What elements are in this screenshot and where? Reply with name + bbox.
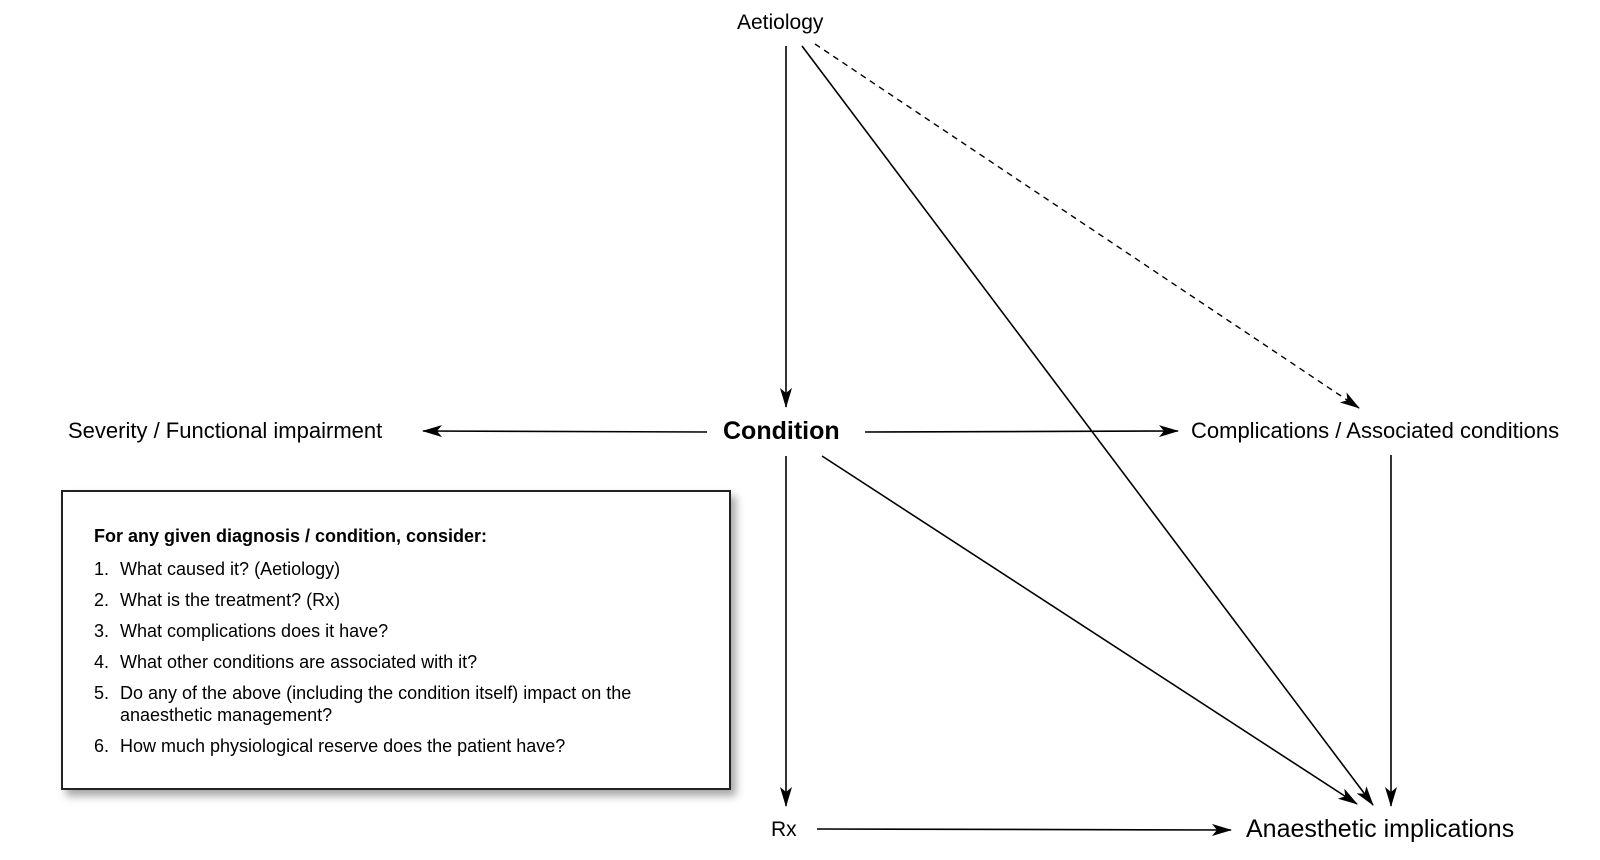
consider-item: 5. Do any of the above (including the co… [94,682,699,726]
consider-item-text: Do any of the above (including the condi… [120,682,632,725]
edge-rx-anaesthetic [816,823,1232,836]
node-condition: Condition [723,417,840,445]
consider-item: 2. What is the treatment? (Rx) [94,589,699,611]
consider-item-text: What is the treatment? (Rx) [120,589,341,610]
node-anaesthetic-implications: Anaesthetic implications [1246,815,1515,843]
consider-item-number: 5. [94,682,110,703]
consider-box-heading: For any given diagnosis / condition, con… [94,526,488,546]
edge-condition-anaesthetic [821,455,1358,805]
consider-item: 6. How much physiological reserve does t… [94,735,699,757]
consider-item: 3. What complications does it have? [94,620,699,642]
consider-item: 1. What caused it? (Aetiology) [94,558,699,580]
consider-item-number: 1. [94,558,110,579]
node-aetiology: Aetiology [737,11,824,34]
consider-item-number: 2. [94,589,110,610]
node-rx: Rx [771,818,797,841]
consider-item: 4. What other conditions are associated … [94,651,699,673]
consider-box: For any given diagnosis / condition, con… [61,490,731,790]
consider-item-text: What complications does it have? [120,620,389,641]
consider-item-text: What caused it? (Aetiology) [120,558,341,579]
consider-item-text: How much physiological reserve does the … [120,735,566,756]
consider-item-text: What other conditions are associated wit… [120,651,478,672]
edge-condition-complications [864,425,1179,438]
consider-item-number: 3. [94,620,110,641]
edge-aetiology-anaesthetic [801,45,1374,806]
edge-aetiology-complications-dashed [814,43,1360,409]
node-complications: Complications / Associated conditions [1191,418,1560,443]
node-severity: Severity / Functional impairment [68,418,383,443]
edge-condition-severity [422,425,708,438]
consider-list: 1. What caused it? (Aetiology) 2. What i… [94,558,699,757]
consider-item-number: 6. [94,735,110,756]
consider-item-number: 4. [94,651,110,672]
